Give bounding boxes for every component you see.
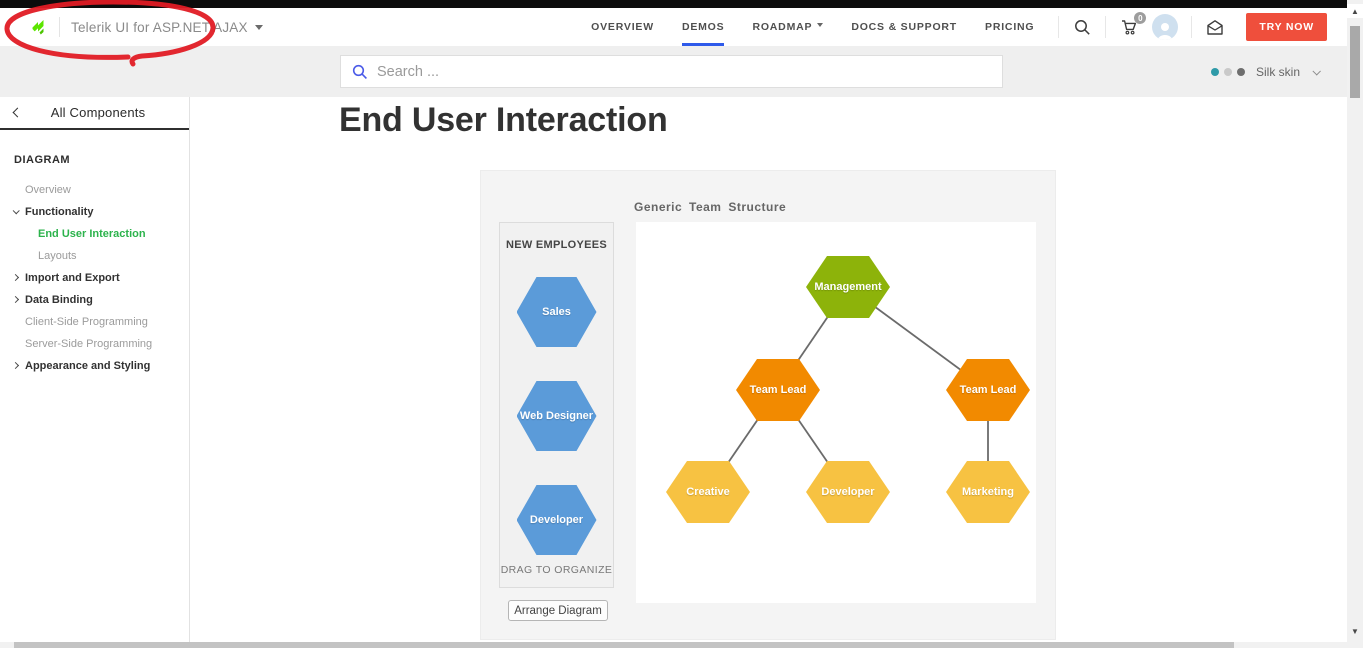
topnav-item-demos[interactable]: DEMOS (681, 21, 725, 46)
sidebar-item-label: Import and Export (25, 272, 120, 284)
sidebar-item-overview[interactable]: Overview (0, 179, 189, 201)
cart-badge: 0 (1134, 12, 1147, 24)
cart-icon[interactable]: 0 (1119, 12, 1147, 37)
chevron-down-icon (12, 207, 20, 215)
product-caret-icon (254, 24, 263, 30)
topnav: OVERVIEW DEMOS ROADMAP DOCS & SUPPORT PRICIN… (591, 21, 1035, 46)
divider (1191, 16, 1193, 38)
avatar[interactable] (1152, 14, 1179, 40)
palette-shape-sales[interactable]: Sales (516, 277, 597, 347)
chevron-right-icon (11, 273, 20, 282)
sidebar-item-label: End User Interaction (38, 228, 146, 240)
skin-dots (1210, 67, 1245, 76)
sidebar-item-end-user-interaction[interactable]: End User Interaction (0, 223, 189, 245)
contact-envelope-icon[interactable] (1205, 17, 1225, 37)
skin-selector[interactable]: Silk skin (1210, 46, 1321, 97)
palette-footer: DRAG TO ORGANIZE (500, 564, 613, 576)
telerik-logo-icon (32, 20, 44, 35)
skin-dot[interactable] (1210, 67, 1219, 76)
sidebar-item-label: Appearance and Styling (25, 360, 151, 372)
sidebar-item-data-binding[interactable]: Data Binding (0, 289, 189, 311)
topnav-item-roadmap[interactable]: ROADMAP (752, 21, 824, 33)
scroll-up-arrow[interactable]: ▲ (1347, 4, 1363, 18)
searchbar-magnifier-icon (352, 64, 367, 79)
sidebar-item-client-side-programming[interactable]: Client-Side Programming (0, 311, 189, 333)
product-switcher[interactable]: Telerik UI for ASP.NET AJAX (30, 17, 263, 37)
palette-shape-developer[interactable]: Developer (516, 485, 597, 555)
chevron-right-icon (11, 361, 20, 370)
sidebar-section-title: DIAGRAM (14, 154, 71, 166)
skin-label: Silk skin (1255, 64, 1300, 79)
chevron-down-icon (1312, 66, 1321, 76)
try-now-button[interactable]: TRY NOW (1246, 13, 1327, 41)
sidebar-item-label: Data Binding (25, 294, 93, 306)
sidebar-item-layouts[interactable]: Layouts (0, 245, 189, 267)
scroll-down-arrow[interactable]: ▼ (1351, 626, 1359, 636)
vertical-scrollbar[interactable]: ▲ ▼ (1347, 0, 1363, 648)
palette-shape-web-designer[interactable]: Web Designer (516, 381, 597, 451)
skin-dot[interactable] (1223, 67, 1232, 76)
sidebar-item-import-and-export[interactable]: Import and Export (0, 267, 189, 289)
topnav-item-docs-support[interactable]: DOCS & SUPPORT (851, 21, 958, 33)
search-input[interactable] (368, 56, 1002, 87)
sidebar-item-appearance-and-styling[interactable]: Appearance and Styling (0, 355, 189, 377)
skin-dot[interactable] (1236, 67, 1245, 76)
horizontal-scroll-thumb[interactable] (14, 642, 1234, 648)
sidebar-item-label: Overview (25, 184, 71, 196)
page-title: End User Interaction (339, 101, 668, 139)
diagram-node-team-lead[interactable]: Team Lead (946, 359, 1030, 421)
search-band: Silk skin (0, 46, 1347, 97)
sidebar-header-label: All Components (50, 105, 146, 120)
diagram-node-team-lead[interactable]: Team Lead (736, 359, 820, 421)
search-box (340, 55, 1003, 88)
nav-caret-icon (817, 23, 824, 27)
chevron-right-icon (11, 295, 20, 304)
demo-title: Generic Team Structure (634, 200, 787, 214)
horizontal-scrollbar[interactable] (0, 642, 1347, 648)
diagram-node-management[interactable]: Management (806, 256, 890, 318)
divider (1058, 16, 1060, 38)
demo-container: Generic Team Structure NEW EMPLOYEES Sal… (480, 170, 1056, 640)
sidebar-item-label: Client-Side Programming (25, 316, 148, 328)
sidebar-item-functionality[interactable]: Functionality (0, 201, 189, 223)
header-bar: Telerik UI for ASP.NET AJAX OVERVIEW DEMO… (0, 8, 1347, 46)
topnav-item-pricing[interactable]: PRICING (985, 21, 1035, 33)
vertical-scroll-thumb[interactable] (1350, 26, 1360, 98)
sidebar-item-server-side-programming[interactable]: Server-Side Programming (0, 333, 189, 355)
sidebar-back-header[interactable]: All Components (0, 97, 189, 130)
topnav-item-overview[interactable]: OVERVIEW (591, 21, 654, 33)
sidebar-item-label: Functionality (25, 206, 94, 218)
sidebar-item-label: Server-Side Programming (25, 338, 153, 350)
sidebar-item-label: Layouts (38, 250, 77, 262)
search-icon[interactable] (1072, 17, 1092, 37)
header-icon-group: 0 TRY NOW (1058, 12, 1327, 41)
divider (1105, 16, 1107, 38)
arrange-diagram-button[interactable]: Arrange Diagram (508, 600, 608, 621)
palette-header: NEW EMPLOYEES (505, 239, 608, 251)
product-label[interactable]: Telerik UI for ASP.NET AJAX (71, 19, 248, 35)
logo-divider (59, 17, 60, 37)
top-black-strip (0, 0, 1347, 8)
